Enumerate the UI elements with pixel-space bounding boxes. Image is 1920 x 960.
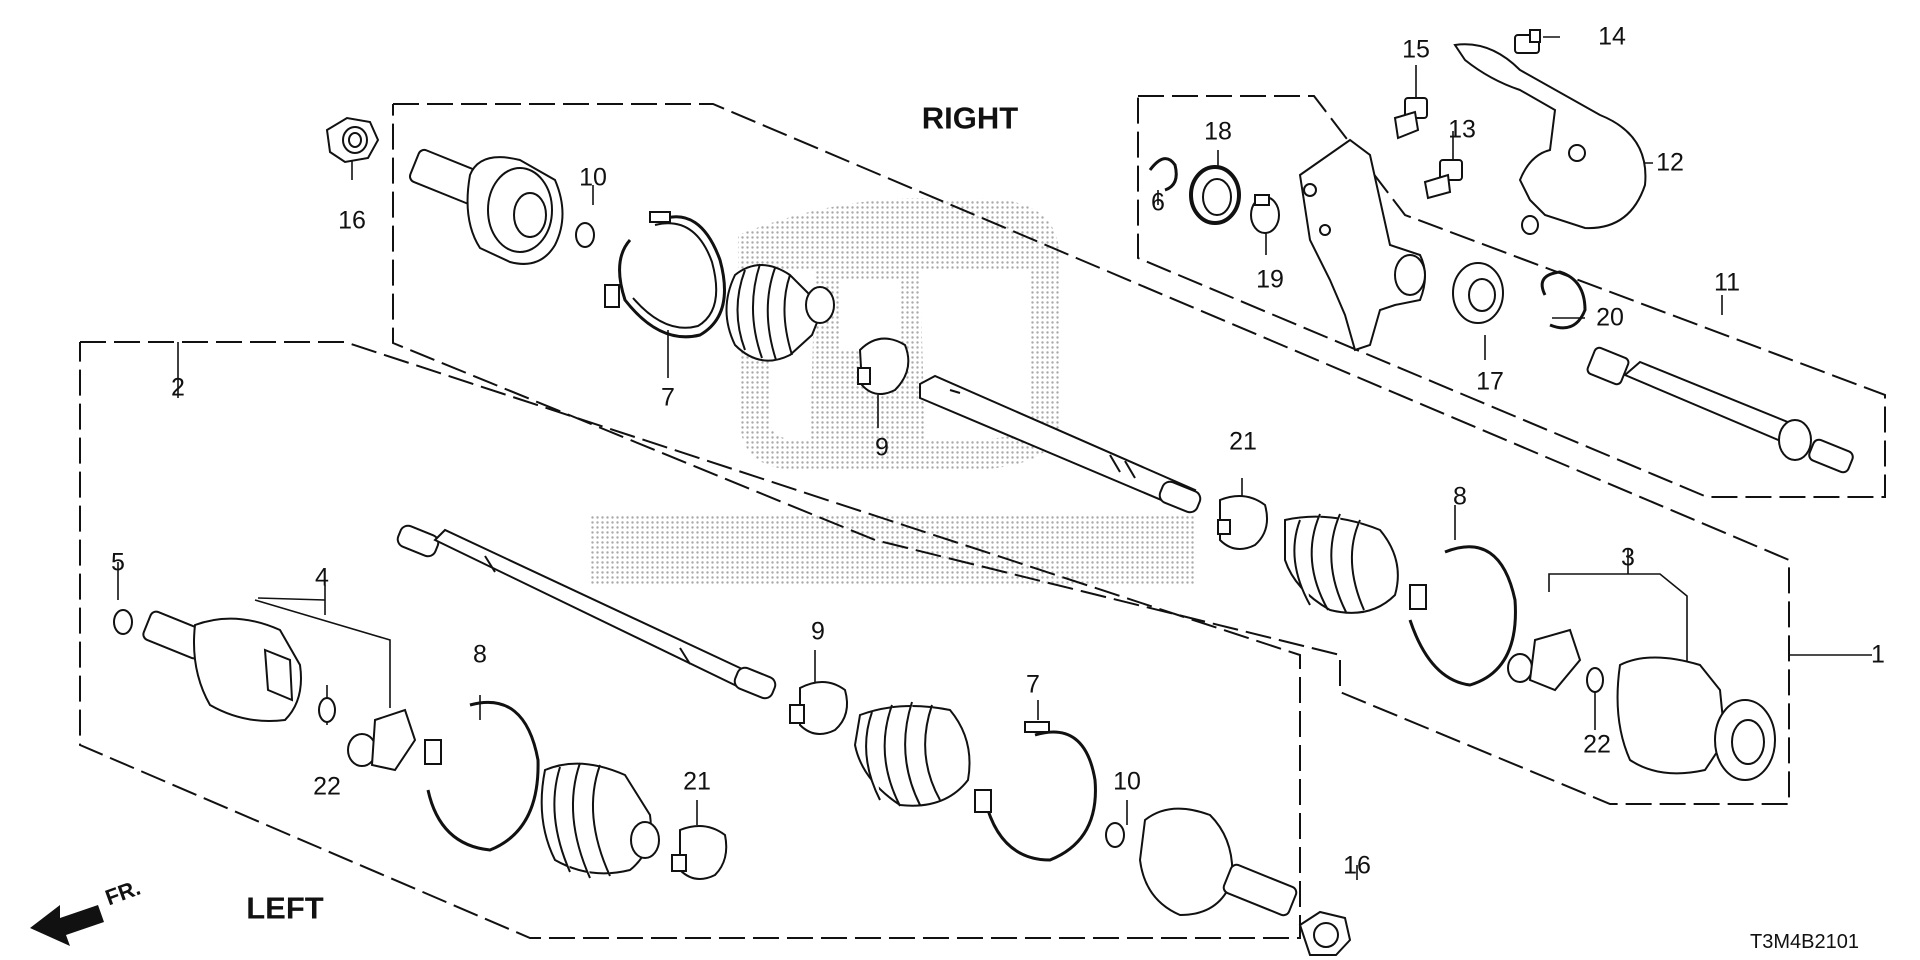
callout-20: 20 xyxy=(1596,303,1624,332)
callout-12: 12 xyxy=(1656,148,1684,177)
tripod-joint-left xyxy=(347,708,417,772)
callout-22-right: 22 xyxy=(1583,730,1611,759)
circlip-20 xyxy=(1540,270,1587,330)
boot-band-7-lower xyxy=(974,721,1097,862)
callout-10-lower: 10 xyxy=(1113,767,1141,796)
bearing-support-bracket xyxy=(1298,138,1426,352)
boot-band-8-right xyxy=(1408,545,1517,687)
left-assembly-outline xyxy=(79,341,1301,939)
callout-1: 1 xyxy=(1871,640,1885,669)
callout-13: 13 xyxy=(1448,115,1476,144)
callout-21-right: 21 xyxy=(1229,427,1257,456)
callout-4: 4 xyxy=(315,563,329,592)
callout-6: 6 xyxy=(1151,188,1165,217)
cv-boot-right-inner xyxy=(1284,513,1399,614)
diagram-code: T3M4B2101 xyxy=(1750,931,1859,953)
callout-8-left: 8 xyxy=(473,640,487,669)
front-arrow-icon xyxy=(30,905,104,946)
callout-2: 2 xyxy=(171,373,185,402)
cv-boot-left-inner xyxy=(540,762,660,879)
callout-14: 14 xyxy=(1598,22,1626,51)
drive-shaft-right xyxy=(919,374,1202,514)
callout-7-upper: 7 xyxy=(661,383,675,412)
callout-17: 17 xyxy=(1476,367,1504,396)
clamp-21-right xyxy=(1217,495,1268,550)
callout-15: 15 xyxy=(1402,35,1430,64)
drive-shaft-left xyxy=(396,524,777,700)
bracket-assembly-outline xyxy=(1137,95,1886,498)
right-side-heading: RIGHT xyxy=(921,100,1019,136)
callout-9-upper: 9 xyxy=(875,433,889,462)
callout-19: 19 xyxy=(1256,265,1284,294)
callout-5: 5 xyxy=(111,548,125,577)
callout-18: 18 xyxy=(1204,117,1232,146)
flange-nut-lower xyxy=(1298,910,1352,956)
left-side-heading: LEFT xyxy=(246,890,324,926)
heat-shield-bracket xyxy=(1453,43,1647,235)
boot-band-7-upper xyxy=(604,211,726,339)
outboard-joint-right xyxy=(408,148,564,265)
oil-seal-18 xyxy=(1189,165,1241,225)
bearing-17 xyxy=(1452,262,1504,324)
clamp-9-upper xyxy=(857,337,910,395)
clamp-21-left xyxy=(671,825,728,880)
tripod-joint xyxy=(1507,628,1582,692)
right-assembly-outline xyxy=(392,103,1790,805)
cv-boot-left-outer xyxy=(853,701,971,807)
callout-21-left: 21 xyxy=(683,767,711,796)
snap-ring-6 xyxy=(1148,157,1178,192)
callout-22-left: 22 xyxy=(313,772,341,801)
clamp-9-lower xyxy=(789,681,848,735)
callout-8-right: 8 xyxy=(1453,482,1467,511)
bolt-13 xyxy=(1423,159,1463,200)
flange-nut-upper xyxy=(325,116,380,164)
callout-3: 3 xyxy=(1621,543,1635,572)
circlip-10-lower xyxy=(1105,822,1125,848)
clip-19 xyxy=(1250,194,1280,234)
outboard-joint-left xyxy=(1138,807,1298,917)
leader-lines xyxy=(117,36,1872,880)
callout-9-lower: 9 xyxy=(811,617,825,646)
cv-boot-upper xyxy=(725,263,835,362)
circlip-22-right xyxy=(1586,667,1604,693)
circlip-10-upper xyxy=(575,222,595,248)
callout-11: 11 xyxy=(1714,268,1740,297)
callout-16-lower: 16 xyxy=(1343,851,1371,880)
half-shaft-11 xyxy=(1586,346,1854,474)
honda-logo-icon xyxy=(738,198,1060,470)
circlip-5 xyxy=(113,609,133,635)
callout-16-upper: 16 xyxy=(338,206,366,235)
callout-7-lower: 7 xyxy=(1026,670,1040,699)
boot-band-8-left xyxy=(424,700,540,852)
inboard-joint-right xyxy=(1616,656,1776,781)
callout-10-upper: 10 xyxy=(579,163,607,192)
inboard-joint-left xyxy=(142,610,302,722)
circlip-22-left xyxy=(318,697,336,723)
bolt-14 xyxy=(1514,29,1541,54)
honda-wordmark-icon xyxy=(590,515,1195,585)
bolt-15 xyxy=(1393,97,1428,140)
